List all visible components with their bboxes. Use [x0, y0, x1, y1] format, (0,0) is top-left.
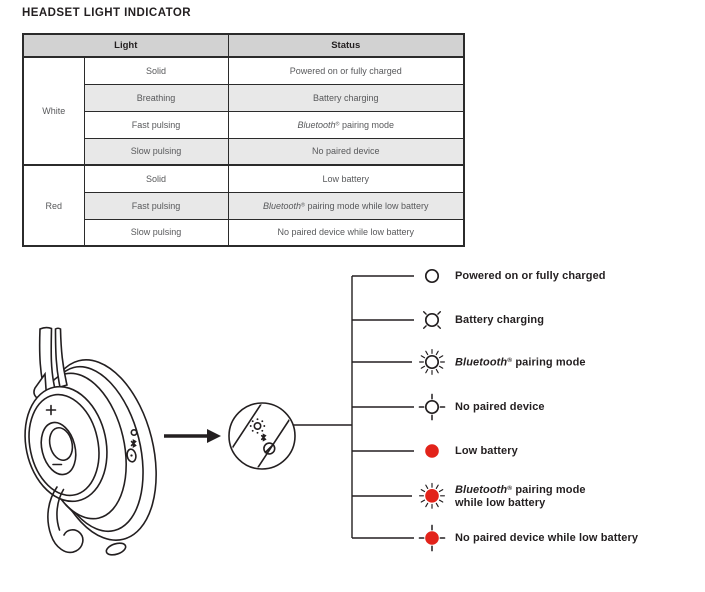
legend-label: Powered on or fully charged	[455, 269, 606, 282]
light-slow-pulsing-red-icon	[418, 524, 446, 552]
status-light-icon	[249, 418, 266, 434]
column-header-status: Status	[227, 33, 465, 58]
light-color-cell: White	[22, 56, 85, 166]
table-row: Fast pulsing Bluetooth® pairing mode whi…	[23, 191, 465, 220]
legend-label: No paired device	[455, 400, 545, 413]
light-status-table: Light Status White Solid Powered on or f…	[22, 33, 465, 247]
status-cell: Bluetooth® pairing mode	[227, 110, 465, 139]
table-row: White Solid Powered on or fully charged	[22, 56, 465, 166]
status-cell: No paired device	[227, 137, 465, 166]
status-cell: Battery charging	[227, 83, 465, 112]
light-fast-pulsing-white-icon	[419, 349, 445, 375]
status-cell: Low battery	[227, 164, 465, 193]
zoom-callout	[228, 402, 296, 470]
legend-label: Bluetooth® pairing mode while low batter…	[455, 484, 586, 510]
legend-item: Powered on or fully charged	[418, 262, 606, 290]
legend-item: Bluetooth® pairing mode	[418, 348, 586, 376]
side-button	[126, 448, 137, 463]
light-slow-pulsing-white-icon	[418, 393, 446, 421]
table-row: Breathing Battery charging	[23, 83, 465, 112]
status-cell: Bluetooth® pairing mode while low batter…	[227, 191, 465, 220]
light-pattern-cell: Solid	[83, 56, 229, 85]
table-header-row: Light Status	[22, 33, 465, 58]
status-cell: No paired device while low battery	[227, 218, 465, 247]
legend-tree-lines	[293, 275, 414, 539]
volume-plus-icon	[45, 404, 57, 416]
legend-item: No paired device while low battery	[418, 524, 638, 552]
legend-label: Battery charging	[455, 313, 545, 326]
legend-item: No paired device	[418, 393, 545, 421]
legend-label: No paired device while low battery	[455, 531, 639, 544]
table-row: Red Solid Low battery	[22, 164, 465, 247]
status-light-icon	[130, 428, 138, 436]
light-color-cell: Red	[22, 164, 85, 247]
headset-illustration	[24, 326, 157, 556]
light-pattern-cell: Breathing	[83, 83, 229, 112]
light-solid-white-icon	[424, 268, 440, 284]
light-fast-pulsing-red-icon	[419, 483, 445, 509]
page-title: HEADSET LIGHT INDICATOR	[22, 7, 192, 19]
bluetooth-icon	[132, 440, 136, 446]
bluetooth-icon	[262, 435, 266, 441]
column-header-light: Light	[22, 33, 229, 58]
legend-label: Low battery	[455, 444, 518, 457]
light-pattern-cell: Solid	[83, 164, 229, 193]
legend-item: Low battery	[418, 437, 518, 465]
light-pattern-cell: Slow pulsing	[83, 137, 229, 166]
legend-label: Bluetooth® pairing mode	[455, 356, 586, 369]
legend-item: Battery charging	[418, 306, 544, 334]
light-breathing-white-icon	[423, 311, 441, 329]
legend-item: Bluetooth® pairing mode while low batter…	[418, 482, 586, 510]
light-pattern-cell: Fast pulsing	[83, 110, 229, 139]
table-row: Fast pulsing Bluetooth® pairing mode	[23, 110, 465, 139]
status-cell: Powered on or fully charged	[227, 56, 465, 85]
table-row: Slow pulsing No paired device	[23, 137, 465, 166]
power-button-icon	[263, 442, 276, 455]
table-row: Slow pulsing No paired device while low …	[23, 218, 465, 247]
zoom-arrow-icon	[164, 429, 221, 443]
light-solid-red-icon	[425, 444, 439, 458]
light-pattern-cell: Fast pulsing	[83, 191, 229, 220]
light-pattern-cell: Slow pulsing	[83, 218, 229, 247]
